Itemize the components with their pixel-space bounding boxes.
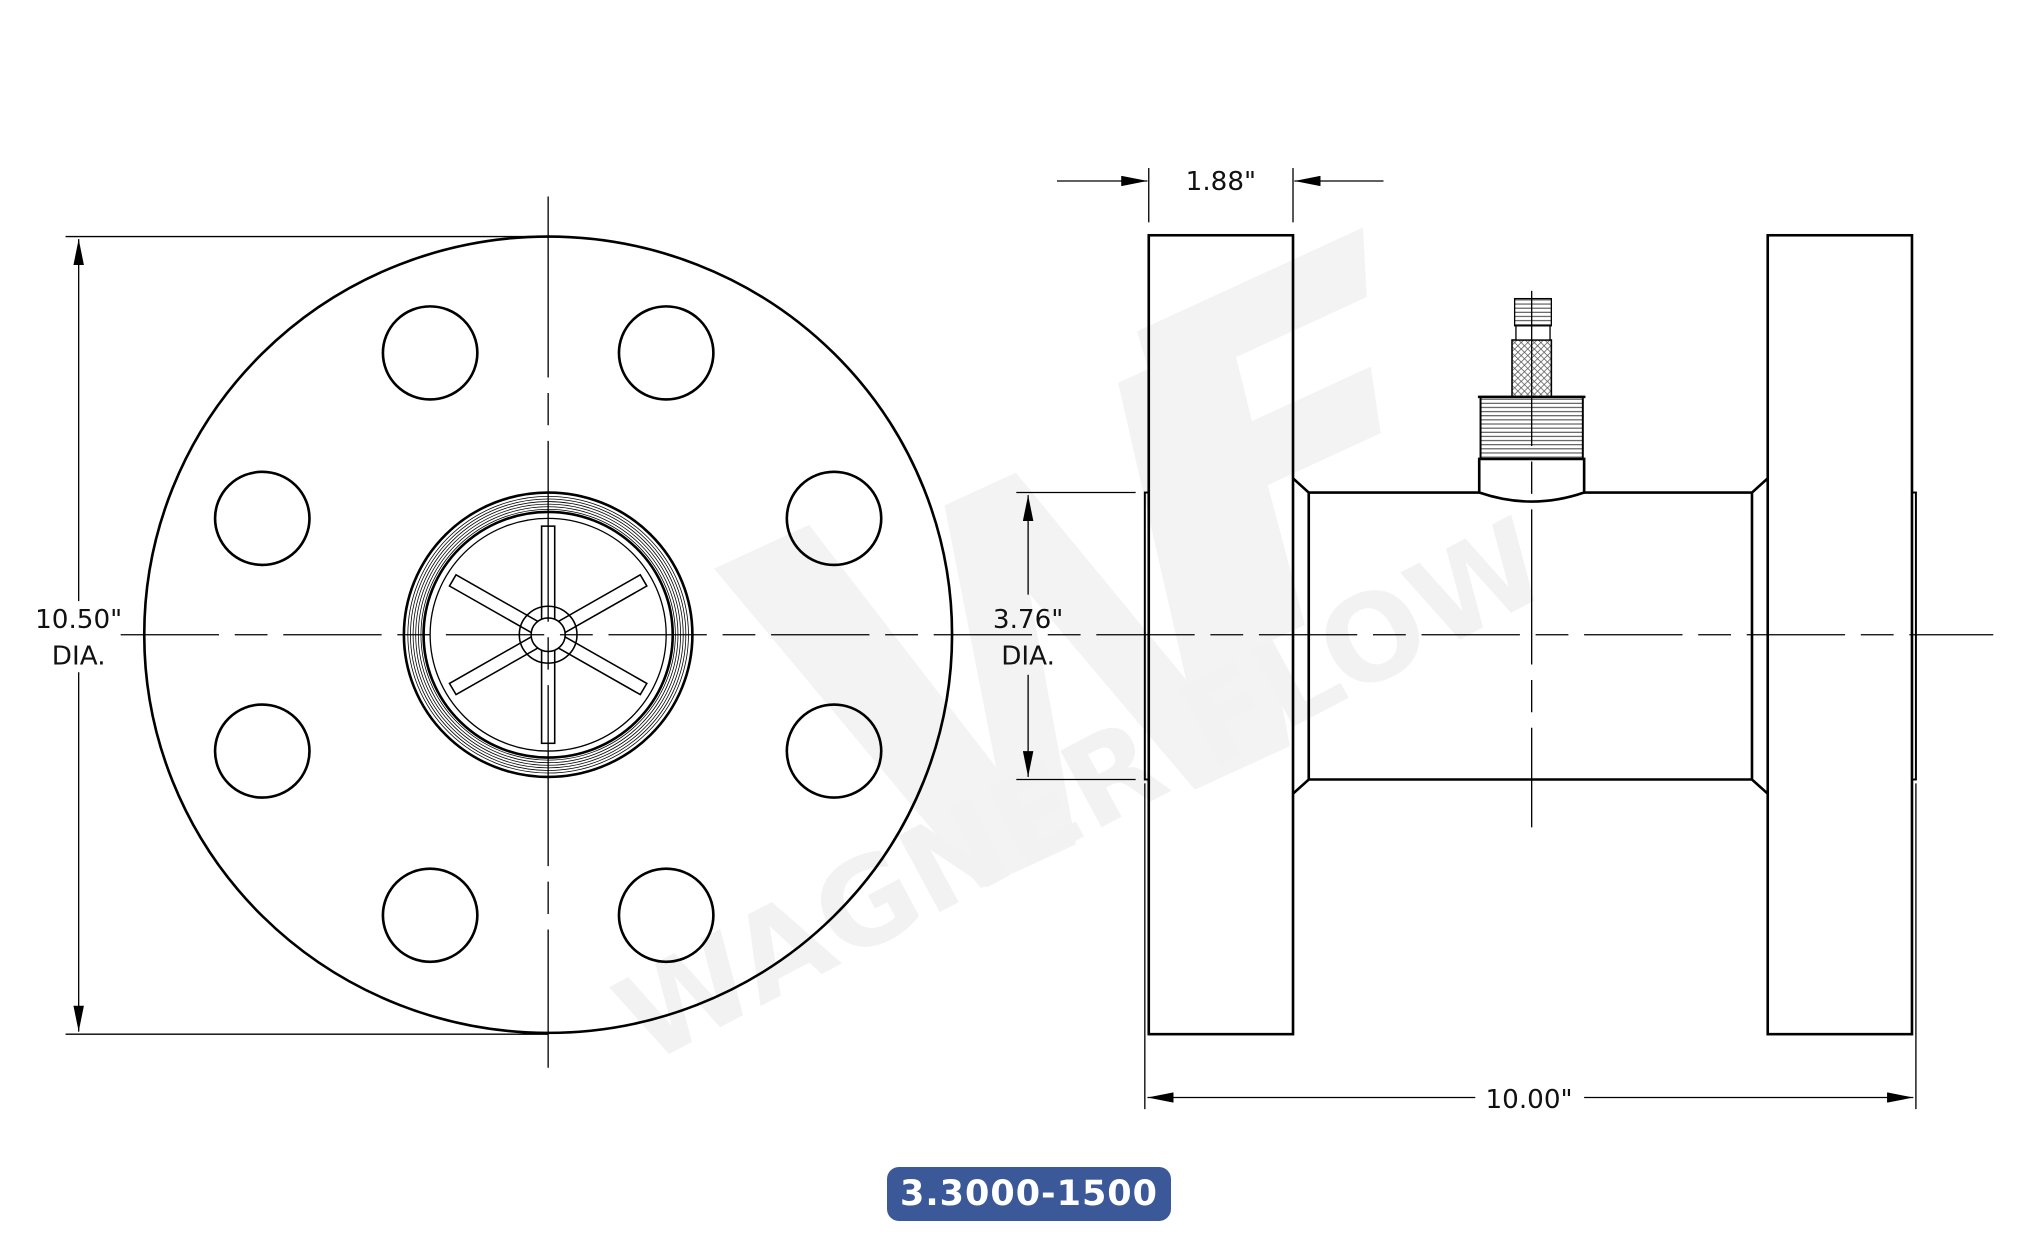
dimension-bore-value: 3.76" bbox=[993, 605, 1063, 635]
dimension-bore-note: DIA. bbox=[1001, 642, 1055, 672]
sensor-collar bbox=[1515, 325, 1551, 341]
meter-body bbox=[1292, 477, 1769, 795]
bolt-hole bbox=[213, 470, 311, 567]
bolt-hole bbox=[617, 867, 715, 964]
dimension-outer-value: 10.50" bbox=[35, 605, 122, 635]
dimension-bore-diameter: 3.76" DIA. bbox=[993, 491, 1136, 781]
watermark: WAGNER FLOW bbox=[595, 227, 1569, 1091]
bolt-hole bbox=[617, 305, 715, 401]
end-view: 10.50" DIA. bbox=[35, 196, 954, 1068]
sensor-boss bbox=[1477, 457, 1586, 503]
dimension-outer-note: DIA. bbox=[52, 642, 106, 672]
watermark-logo-icon bbox=[713, 227, 1381, 889]
bolt-hole bbox=[381, 867, 479, 964]
dimension-outer-diameter: 10.50" DIA. bbox=[35, 235, 549, 1035]
flange-left bbox=[1147, 233, 1295, 1036]
part-number-text: 3.3000-1500 bbox=[900, 1174, 1158, 1214]
bolt-hole bbox=[381, 305, 479, 401]
bolt-hole bbox=[213, 703, 311, 799]
sensor-connector bbox=[1513, 297, 1553, 327]
bolt-hole bbox=[785, 470, 883, 567]
dimension-length-value: 10.00" bbox=[1485, 1085, 1572, 1115]
bolt-hole bbox=[785, 703, 883, 799]
bolt-holes bbox=[213, 305, 883, 964]
dimension-flange-thickness: 1.88" bbox=[1056, 167, 1384, 223]
flange-right bbox=[1766, 233, 1914, 1036]
dimension-overall-length: 10.00" bbox=[1144, 783, 1917, 1115]
dimension-flange-value: 1.88" bbox=[1186, 167, 1256, 197]
part-number-badge: 3.3000-1500 bbox=[887, 1167, 1171, 1221]
rotor-icon bbox=[448, 525, 648, 745]
side-view: 1.88" 3.76" DIA. 10.00" bbox=[993, 167, 1917, 1115]
